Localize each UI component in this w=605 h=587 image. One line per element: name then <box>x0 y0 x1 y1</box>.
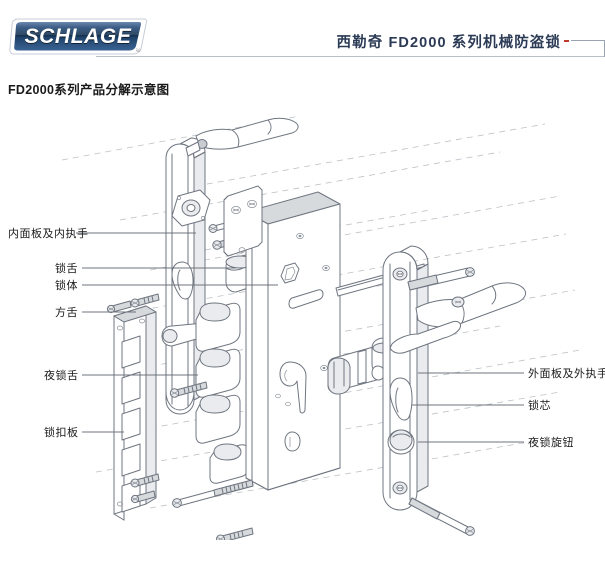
callout-label-latch-bolt: 锁舌 <box>55 263 78 275</box>
night-bolt-parts <box>195 302 249 484</box>
exploded-diagram: .ol { fill:#ffffff; stroke:#6f7680; stro… <box>0 100 605 540</box>
exploded-diagram-svg: .ol { fill:#ffffff; stroke:#6f7680; stro… <box>61 115 581 540</box>
header-divider <box>96 56 605 57</box>
strike-plate-screws <box>106 293 160 314</box>
callout-label-inner-panel: 内面板及内执手 <box>8 228 89 240</box>
page-title: 西勒奇 FD2000 系列机械防盗锁 <box>336 35 561 51</box>
callout-label-night-knob: 夜锁旋钮 <box>528 437 574 449</box>
outer-panel-bolts <box>407 267 475 536</box>
callout-label-cylinder: 锁芯 <box>528 400 551 412</box>
callout-label-deadbolt: 方舌 <box>55 307 78 319</box>
callout-label-night-bolt: 夜锁舌 <box>44 370 79 382</box>
schlage-logo: SCHLAGE ® <box>8 17 148 56</box>
logo-badge-shape <box>9 18 148 55</box>
strike-plate-screws-lower <box>130 473 160 504</box>
page-header: SCHLAGE ® 西勒奇 FD2000 系列机械防盗锁 <box>0 0 605 66</box>
callout-leader-lines <box>76 232 524 443</box>
lock-faceplate <box>223 185 263 257</box>
inner-panel-assembly <box>161 117 299 415</box>
outer-panel-assembly <box>382 245 527 511</box>
callout-label-lock-body: 锁体 <box>55 280 78 292</box>
callout-label-outer-panel: 外面板及外执手 <box>528 368 605 380</box>
diagram-subtitle: FD2000系列产品分解示意图 <box>8 83 170 97</box>
header-corner-bracket <box>571 40 605 57</box>
strike-plate-part <box>106 293 160 521</box>
long-mounting-bolts <box>169 381 254 508</box>
callout-label-strike-plate: 锁扣板 <box>44 427 79 439</box>
title-accent-marker <box>564 40 569 42</box>
cylinder-part <box>327 337 397 395</box>
lower-fixing-screws <box>216 527 254 540</box>
